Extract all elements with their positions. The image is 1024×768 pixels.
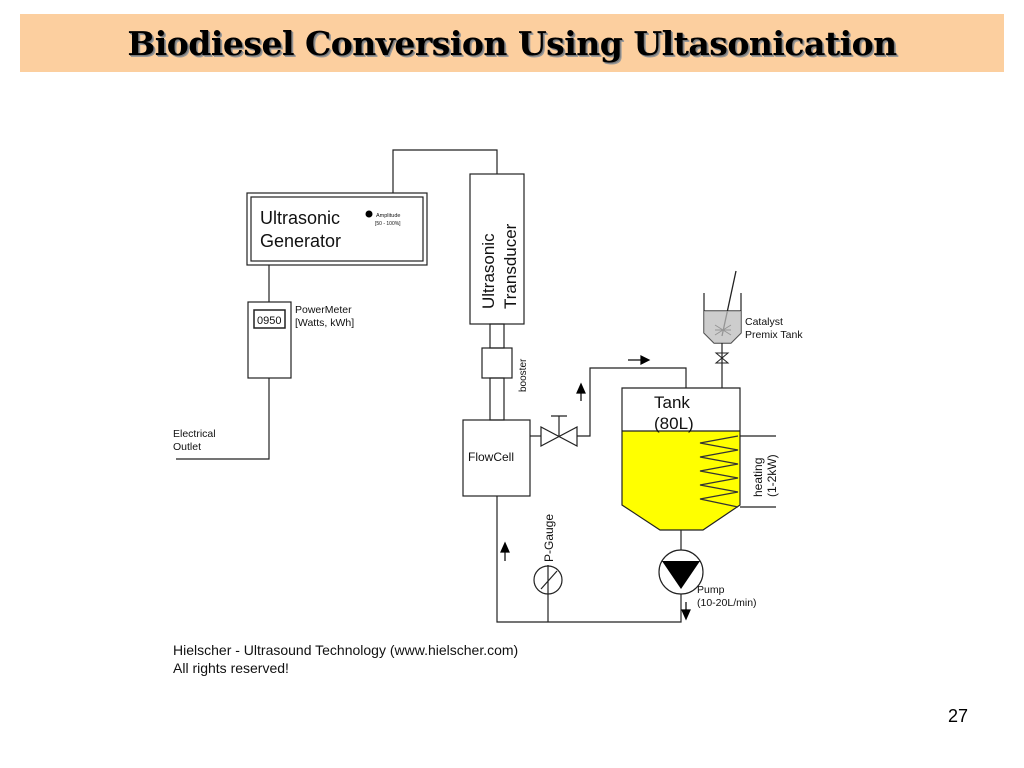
pump [658, 549, 704, 595]
booster [481, 347, 513, 379]
generator-transducer-cable [392, 149, 498, 193]
valve [540, 415, 578, 447]
pump-triangle [662, 561, 700, 589]
flow-arrow-up-icon [576, 382, 586, 401]
sonotrode-horn [489, 377, 505, 421]
tank [621, 387, 741, 531]
flow-arrow-down-icon [681, 602, 691, 621]
catalyst-liquid [704, 311, 741, 343]
catalyst-label-line1: Catalyst [745, 316, 783, 328]
gauge-label: P-Gauge [542, 514, 556, 562]
page-title: Biodiesel Conversion Using Ultasonicatio… [127, 23, 897, 63]
amplitude-label: Amplitude [376, 213, 400, 219]
outlet-cable [176, 378, 270, 460]
transducer-label-line2: Transducer [501, 223, 520, 309]
flow-arrow-right-icon [628, 355, 651, 365]
transducer-connector [489, 323, 505, 349]
p-gauge [533, 565, 563, 622]
heater-leads [740, 435, 776, 508]
generator-label-line1: Ultrasonic [260, 208, 340, 228]
power-meter [247, 301, 292, 379]
heating-coil [699, 435, 739, 508]
flowcell-label: FlowCell [468, 450, 514, 464]
transducer-label-line1: Ultrasonic [479, 233, 498, 309]
amplitude-range: [50 - 100%] [375, 221, 401, 227]
outlet-label-line1: Electrical [173, 428, 216, 440]
heating-label-line1: heating [751, 458, 765, 497]
flow-arrow-up-icon [500, 541, 510, 561]
power-meter-reading: 0950 [257, 315, 281, 327]
ultrasonic-generator [246, 192, 428, 266]
pump-label-line2: (10-20L/min) [697, 597, 757, 609]
outlet-label-line2: Outlet [173, 441, 201, 453]
credit-line1: Hielscher - Ultrasound Technology (www.h… [173, 642, 518, 658]
power-meter-units: [Watts, kWh] [295, 317, 354, 329]
tank-label-line2: (80L) [654, 414, 694, 433]
slide-number: 27 [947, 706, 968, 726]
title-bar: Biodiesel Conversion Using Ultasonicatio… [20, 14, 1004, 72]
generator-label-line2: Generator [260, 231, 341, 251]
tank-liquid [622, 431, 740, 530]
tank-label-line1: Tank [654, 393, 690, 412]
heating-label-line2: (1-2kW) [765, 454, 779, 497]
booster-label: booster [518, 358, 529, 392]
amplitude-indicator-icon [365, 210, 373, 218]
catalyst-label-line2: Premix Tank [745, 329, 803, 341]
return-pipe [577, 367, 687, 437]
power-meter-label: PowerMeter [295, 304, 352, 316]
pump-return-pipe [496, 496, 682, 623]
credit-line2: All rights reserved! [173, 660, 289, 676]
pump-label-line1: Pump [697, 584, 725, 596]
